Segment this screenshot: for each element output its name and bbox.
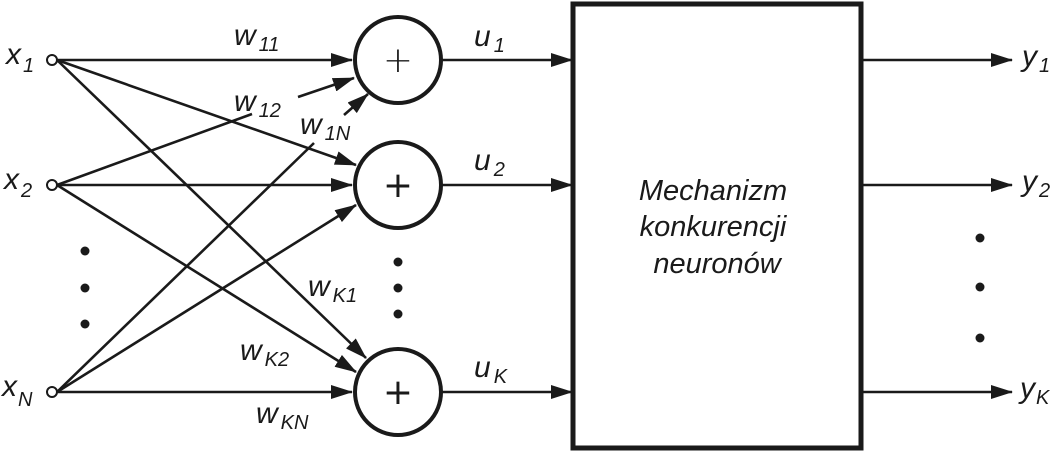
ellipsis-dot bbox=[393, 309, 403, 319]
input-node-x2 bbox=[46, 179, 58, 191]
plus-icon: + bbox=[383, 40, 413, 81]
input-node-xN bbox=[46, 386, 58, 398]
summing-nodes: + + + bbox=[353, 15, 443, 437]
input-label-xN: xN bbox=[0, 370, 33, 411]
ellipsis-dot bbox=[393, 257, 403, 267]
summer-ellipsis bbox=[393, 257, 403, 319]
edge-x1-s2 bbox=[56, 58, 357, 167]
block-outputs bbox=[863, 53, 1013, 399]
ellipsis-dot bbox=[393, 283, 403, 293]
output-label-yK: yK bbox=[1018, 372, 1051, 409]
edge-xN-s1-tail bbox=[343, 93, 369, 116]
ellipsis-dot bbox=[975, 282, 985, 292]
ellipsis-dot bbox=[80, 246, 90, 256]
ellipsis-dot bbox=[80, 319, 90, 329]
plus-icon: + bbox=[383, 165, 413, 206]
sum-outputs bbox=[441, 53, 573, 399]
edge-x2-s1-tail bbox=[297, 76, 355, 99]
input-node-x1 bbox=[46, 54, 58, 66]
edge-xN-s2 bbox=[56, 203, 357, 394]
edge-x2-sK bbox=[56, 183, 357, 374]
competition-block-label: Mechanizm konkurencji neuronów bbox=[639, 175, 795, 280]
edge-xN-s1 bbox=[56, 142, 315, 393]
competition-block bbox=[570, 1, 864, 451]
ellipsis-dot bbox=[80, 283, 90, 293]
input-nodes bbox=[46, 54, 58, 398]
input-ellipsis bbox=[80, 246, 90, 329]
summer-K: + bbox=[353, 347, 443, 437]
edge-x2-s1 bbox=[56, 112, 253, 187]
weight-connections bbox=[56, 53, 369, 399]
output-ellipsis bbox=[975, 233, 985, 343]
edge-x1-sK bbox=[56, 59, 367, 359]
summer-1: + bbox=[353, 15, 443, 105]
plus-icon: + bbox=[383, 372, 413, 413]
summer-2: + bbox=[353, 140, 443, 230]
ellipsis-dot bbox=[975, 333, 985, 343]
ellipsis-dot bbox=[975, 233, 985, 243]
